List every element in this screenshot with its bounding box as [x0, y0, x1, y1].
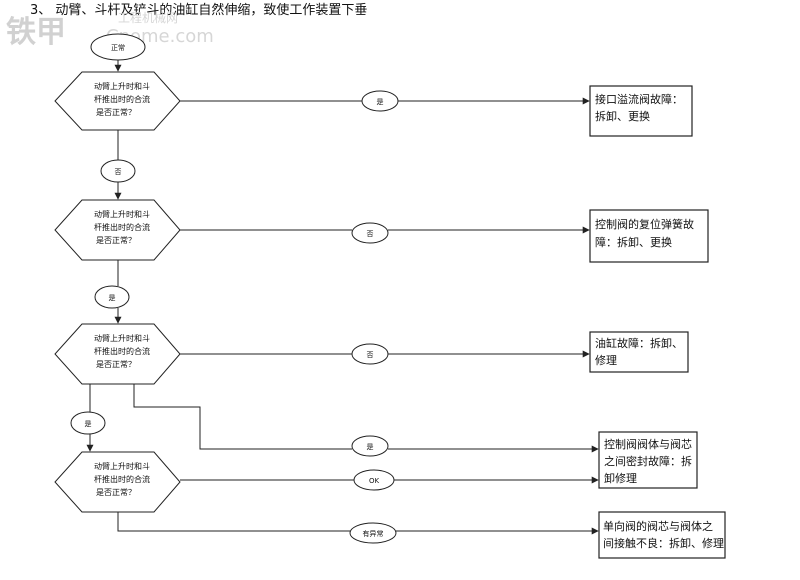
decision-4-line-3: 是否正常？ — [96, 488, 136, 497]
result-box-1 — [589, 85, 693, 137]
result-4-line-1: 控制阀阀体与阀芯 — [604, 437, 692, 451]
watermark-brand: 铁甲 — [6, 15, 66, 50]
down-oval-2 — [94, 285, 130, 309]
result-box-2 — [589, 209, 709, 263]
start-oval-label: 正常 — [111, 43, 125, 52]
decision-hexagon-1 — [54, 71, 181, 131]
branch-oval-4 — [351, 435, 389, 457]
decision-2-line-1: 动臂上升时和斗 — [94, 209, 150, 219]
result-box-5 — [598, 511, 726, 559]
branch-oval-5-label: OK — [369, 477, 380, 485]
watermark-site-cn: 工程机械网 — [118, 10, 178, 25]
decision-4-line-1: 动臂上升时和斗 — [94, 461, 150, 471]
result-2-line-2: 障：拆卸、更换 — [595, 235, 672, 249]
down-oval-3 — [70, 411, 106, 435]
branch-oval-1-label: 是 — [377, 98, 384, 106]
connector — [133, 384, 352, 450]
decision-1-line-1: 动臂上升时和斗 — [94, 81, 150, 91]
down-oval-1-label: 否 — [115, 168, 122, 176]
branch-oval-6 — [349, 522, 397, 544]
result-2-line-1: 控制阀的复位弹簧故 — [595, 217, 694, 231]
decision-hexagon-3 — [54, 323, 181, 385]
result-5-line-2: 间接触不良：拆卸、修理 — [603, 536, 724, 550]
branch-oval-2 — [351, 222, 389, 244]
down-oval-3-label: 是 — [85, 420, 92, 428]
decision-hexagon-2 — [54, 199, 181, 261]
decision-4-line-2: 杆推出时的合流 — [94, 474, 150, 484]
result-3-line-2: 修理 — [595, 353, 617, 367]
branch-oval-3-label: 否 — [367, 351, 374, 359]
connector — [117, 512, 350, 532]
result-4-line-3: 卸修理 — [604, 471, 637, 485]
branch-oval-2-label: 否 — [367, 230, 374, 238]
down-oval-2-label: 是 — [109, 294, 116, 302]
decision-2-line-3: 是否正常？ — [96, 236, 136, 245]
result-1-line-1: 接口溢流阀故障： — [595, 92, 683, 106]
branch-oval-6-label: 有异常 — [363, 529, 384, 538]
decision-3-line-3: 是否正常？ — [96, 360, 136, 369]
decision-hexagon-4 — [54, 451, 181, 513]
result-4-line-2: 之间密封故障：拆 — [604, 454, 692, 468]
page-title: 3、 动臂、斗杆及铲斗的油缸自然伸缩，致使工作装置下垂 — [30, 2, 367, 18]
result-box-3 — [589, 331, 689, 373]
result-3-line-1: 油缸故障：拆卸、 — [595, 336, 683, 350]
result-1-line-2: 拆卸、更换 — [595, 109, 650, 123]
decision-1-line-2: 杆推出时的合流 — [94, 94, 150, 104]
result-box-4 — [598, 431, 698, 489]
decision-2-line-2: 杆推出时的合流 — [94, 222, 150, 232]
result-5-line-1: 单向阀的阀芯与阀体之 — [603, 519, 713, 533]
branch-oval-4-label: 是 — [367, 443, 374, 451]
decision-3-line-2: 杆推出时的合流 — [94, 346, 150, 356]
decision-3-line-1: 动臂上升时和斗 — [94, 333, 150, 343]
decision-1-line-3: 是否正常？ — [96, 108, 136, 117]
